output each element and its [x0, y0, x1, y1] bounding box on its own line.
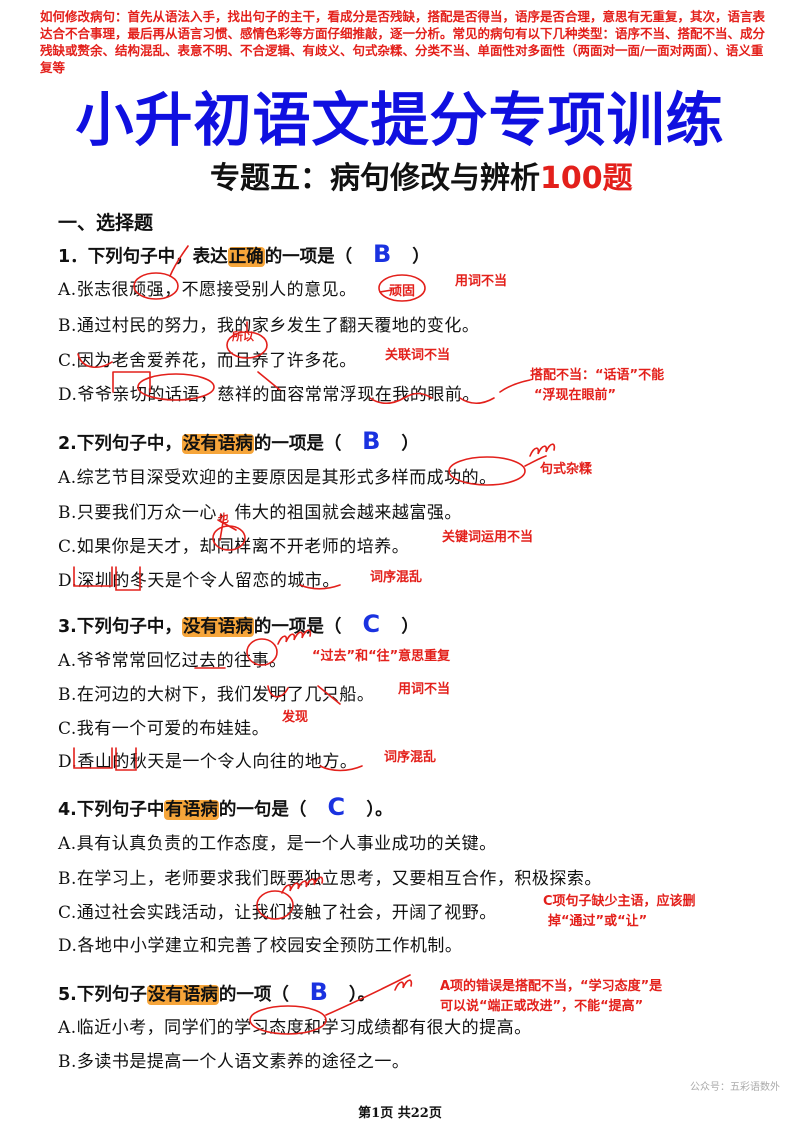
q4-option-a: A.具有认真负责的工作态度，是一个人事业成功的关键。	[58, 834, 497, 854]
page-title: 小升初语文提分专项训练	[75, 86, 725, 154]
q4-c-error-note: C项句子缺少主语，应该删	[543, 894, 696, 909]
question-text-end: 的一句是（	[218, 800, 307, 820]
question-close: ）。	[348, 985, 376, 1005]
q3-option-c: C.我有一个可爱的布娃娃。	[58, 719, 270, 739]
question-close: ）	[401, 434, 419, 454]
question-4: 4.下列句子中有语病的一句是（ C ）。	[58, 793, 393, 821]
question-5: 5.下列句子没有语病的一项（ B ）。	[58, 978, 375, 1006]
section-heading: 一、选择题	[58, 212, 154, 234]
question-text-end: 的一项是（	[253, 617, 342, 637]
q2-option-a: A.综艺节目深受欢迎的主要原因是其形式多样而成功的。	[58, 468, 497, 488]
q1-a-correction: 顽固	[389, 284, 416, 299]
q2-d-error-note: 词序混乱	[370, 570, 423, 585]
q2-option-c: C.如果你是天才，却同样离不开老师的培养。	[58, 537, 410, 557]
question-number: 3.	[58, 617, 77, 637]
question-close: ）	[401, 617, 419, 637]
topic-subtitle: 专题五：病句修改与辨析100题	[210, 158, 633, 200]
question-close: ）。	[366, 800, 393, 820]
question-number: 2.	[58, 434, 77, 454]
q1-d-error-note: 搭配不当：“话语”不能	[530, 368, 665, 383]
highlight-keyword: 正确	[227, 247, 265, 267]
answer-mark: B	[309, 978, 328, 1006]
q4-option-d: D.各地中小学建立和完善了校园安全预防工作机制。	[58, 936, 463, 956]
q4-c-error-note-2: 掉“通过”或“让”	[548, 914, 648, 929]
question-text: 下列句子中，表达	[87, 247, 228, 267]
question-number: 5.	[58, 985, 77, 1005]
q2-c-error-note: 关键词运用不当	[442, 530, 534, 545]
watermark-text: 公众号：五彩语数外	[690, 1082, 780, 1093]
q1-a-error-note: 用词不当	[455, 274, 508, 289]
question-1: 1．下列句子中，表达正确的一项是（ B ）	[58, 240, 430, 268]
q4-option-b: B.在学习上，老师要求我们既要独立思考，又要相互合作，积极探索。	[58, 869, 602, 889]
subtitle-main: 专题五：病句修改与辨析	[210, 161, 540, 196]
q3-d-error-note: 词序混乱	[384, 750, 437, 765]
q3-option-d: D.香山的秋天是一个令人向往的地方。	[58, 752, 358, 772]
q1-option-a: A.张志很顽强，不愿接受别人的意见。	[58, 280, 357, 300]
question-text: 下列句子中，	[76, 434, 182, 454]
question-text-end: 的一项（	[218, 985, 289, 1005]
instruction-note: 如何修改病句：首先从语法入手，找出句子的主干，看成分是否残缺，搭配是否得当，语序…	[40, 9, 766, 75]
q5-option-b: B.多读书是提高一个人语文素养的途径之一。	[58, 1052, 410, 1072]
answer-mark: C	[327, 793, 346, 821]
question-close: ）	[412, 247, 430, 267]
q5-error-note: A项的错误是搭配不当，“学习态度”是	[440, 979, 663, 994]
q1-d-error-note-2: “浮现在眼前”	[534, 388, 617, 403]
question-text-end: 的一项是（	[253, 434, 342, 454]
q1-a-circle	[133, 272, 179, 300]
q3-b-correction: 发现	[282, 710, 309, 725]
q1-c-error-note: 关联词不当	[385, 348, 451, 363]
answer-mark: B	[373, 240, 392, 268]
q1-option-b: B.通过村民的努力，我的家乡发生了翻天覆地的变化。	[58, 316, 480, 336]
question-text: 下列句子中，	[76, 617, 182, 637]
q3-option-a: A.爷爷常常回忆过去的往事。	[58, 651, 287, 671]
question-number: 4.	[58, 800, 77, 820]
answer-mark: C	[362, 610, 381, 638]
highlight-keyword: 有语病	[164, 800, 219, 820]
highlight-keyword: 没有语病	[181, 617, 254, 637]
q2-option-d: D.深圳的冬天是个令人留恋的城市。	[58, 571, 340, 591]
question-3: 3.下列句子中，没有语病的一项是（ C ）	[58, 610, 419, 638]
answer-mark: B	[362, 427, 381, 455]
highlight-keyword: 没有语病	[181, 434, 254, 454]
q2-a-error-note: 句式杂糅	[540, 462, 593, 477]
q5-option-a: A.临近小考，同学们的学习态度和学习成绩都有很大的提高。	[58, 1018, 532, 1038]
question-number: 1．	[58, 247, 88, 267]
q3-b-error-note: 用词不当	[398, 682, 451, 697]
question-text: 下列句子中	[76, 800, 165, 820]
q3-option-b: B.在河边的大树下，我们发明了几只船。	[58, 685, 375, 705]
q4-option-c: C.通过社会实践活动，让我们接触了社会，开阔了视野。	[58, 903, 497, 923]
question-text: 下列句子	[76, 985, 147, 1005]
subtitle-count: 100题	[540, 161, 633, 196]
q5-error-note-2: 可以说“端正或改进”，不能“提高”	[440, 999, 644, 1014]
q1-a-fix-circle	[378, 274, 426, 302]
highlight-keyword: 没有语病	[146, 985, 219, 1005]
q1-a-bracket	[169, 245, 189, 277]
page-number: 第1页 共22页	[358, 1106, 442, 1121]
question-text-end: 的一项是（	[264, 247, 353, 267]
q1-option-c: C.因为老舍爱养花，而且养了许多花。	[58, 351, 357, 371]
q3-a-error-note: “过去”和“往”意思重复	[312, 649, 451, 664]
q2-option-b: B.只要我们万众一心，伟大的祖国就会越来越富强。	[58, 503, 462, 523]
question-2: 2.下列句子中，没有语病的一项是（ B ）	[58, 427, 419, 455]
